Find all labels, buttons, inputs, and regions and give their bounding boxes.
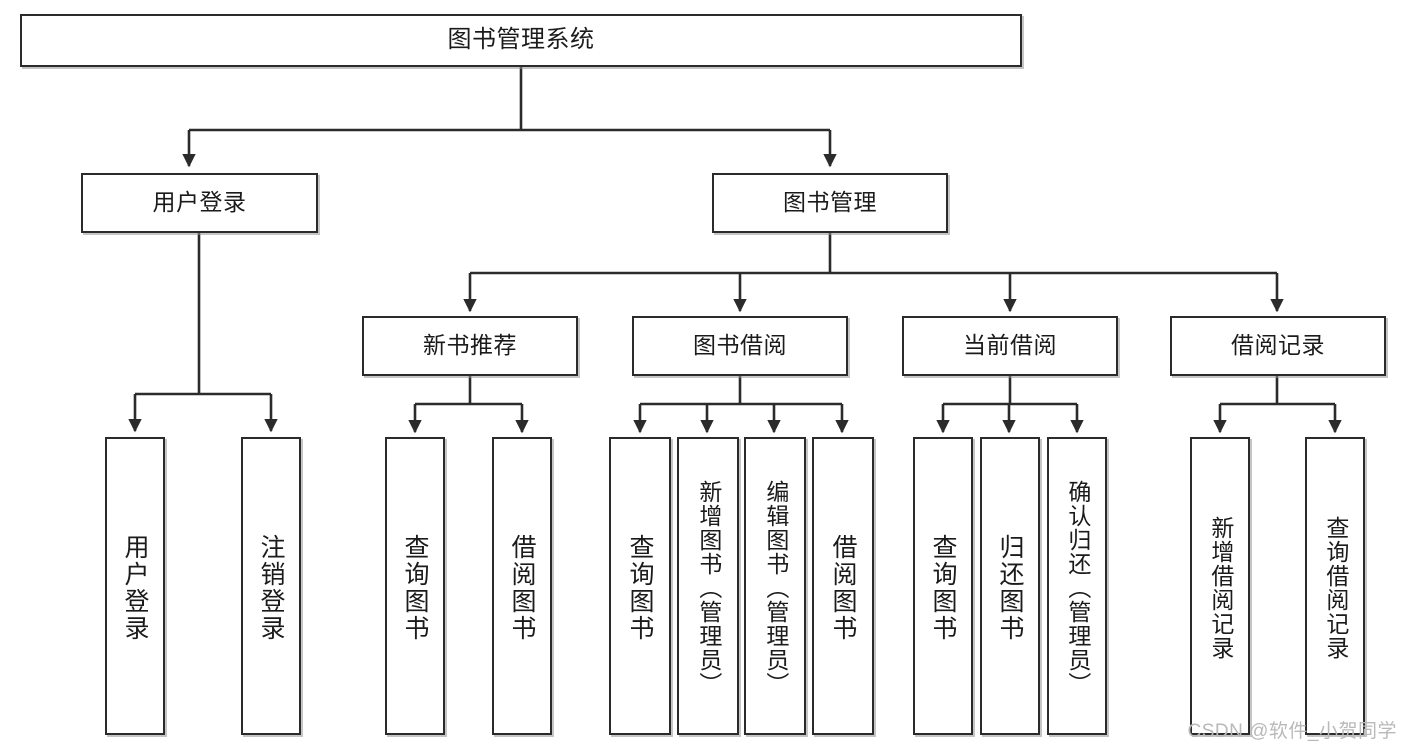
node-label: 新书推荐 xyxy=(423,332,517,359)
leaf-logout-login[interactable]: 注销登录 xyxy=(241,437,301,735)
node-label: 注销登录 xyxy=(257,534,285,642)
node-label: 查询图书 xyxy=(929,534,957,642)
node-label: 编辑图书（管理员） xyxy=(762,480,789,696)
node-label: 归还图书 xyxy=(996,534,1024,642)
leaf-confirm-return-admin[interactable]: 确认归还（管理员） xyxy=(1047,437,1107,735)
node-book-borrow[interactable]: 图书借阅 xyxy=(632,316,848,376)
node-label: 查询图书 xyxy=(401,534,429,642)
node-label: 图书管理系统 xyxy=(447,26,595,54)
leaf-query-borrow-record[interactable]: 查询借阅记录 xyxy=(1305,437,1365,735)
node-label: 查询图书 xyxy=(626,534,654,642)
node-current-borrow[interactable]: 当前借阅 xyxy=(902,316,1118,376)
node-label: 借阅记录 xyxy=(1231,332,1325,359)
leaf-return-book[interactable]: 归还图书 xyxy=(980,437,1040,735)
leaf-query-book-current[interactable]: 查询图书 xyxy=(913,437,973,735)
node-label: 查询借阅记录 xyxy=(1322,516,1349,660)
node-new-book-recommend[interactable]: 新书推荐 xyxy=(362,316,578,376)
csdn-watermark: CSDN @软件_小贺同学 xyxy=(1187,721,1397,742)
node-label: 用户登录 xyxy=(152,189,247,216)
leaf-borrow-book[interactable]: 借阅图书 xyxy=(812,437,874,735)
leaf-user-login[interactable]: 用户登录 xyxy=(105,437,165,735)
node-label: 借阅图书 xyxy=(508,534,536,642)
node-label: 图书管理 xyxy=(783,189,877,216)
node-label: 图书借阅 xyxy=(693,332,787,359)
node-label: 用户登录 xyxy=(121,534,149,642)
node-label: 当前借阅 xyxy=(963,332,1057,359)
node-root-system[interactable]: 图书管理系统 xyxy=(20,14,1022,67)
node-label: 确认归还（管理员） xyxy=(1064,480,1091,696)
node-user-login[interactable]: 用户登录 xyxy=(81,173,318,233)
leaf-borrow-book-rec[interactable]: 借阅图书 xyxy=(492,437,552,735)
leaf-query-book-borrow[interactable]: 查询图书 xyxy=(609,437,671,735)
leaf-add-borrow-record[interactable]: 新增借阅记录 xyxy=(1190,437,1250,735)
leaf-add-book-admin[interactable]: 新增图书（管理员） xyxy=(677,437,739,735)
leaf-edit-book-admin[interactable]: 编辑图书（管理员） xyxy=(744,437,806,735)
node-book-management[interactable]: 图书管理 xyxy=(712,173,948,233)
node-label: 新增图书（管理员） xyxy=(695,480,722,696)
node-borrow-record[interactable]: 借阅记录 xyxy=(1170,316,1386,376)
node-label: 新增借阅记录 xyxy=(1207,516,1234,660)
leaf-query-book-rec[interactable]: 查询图书 xyxy=(385,437,445,735)
node-label: 借阅图书 xyxy=(829,534,857,642)
